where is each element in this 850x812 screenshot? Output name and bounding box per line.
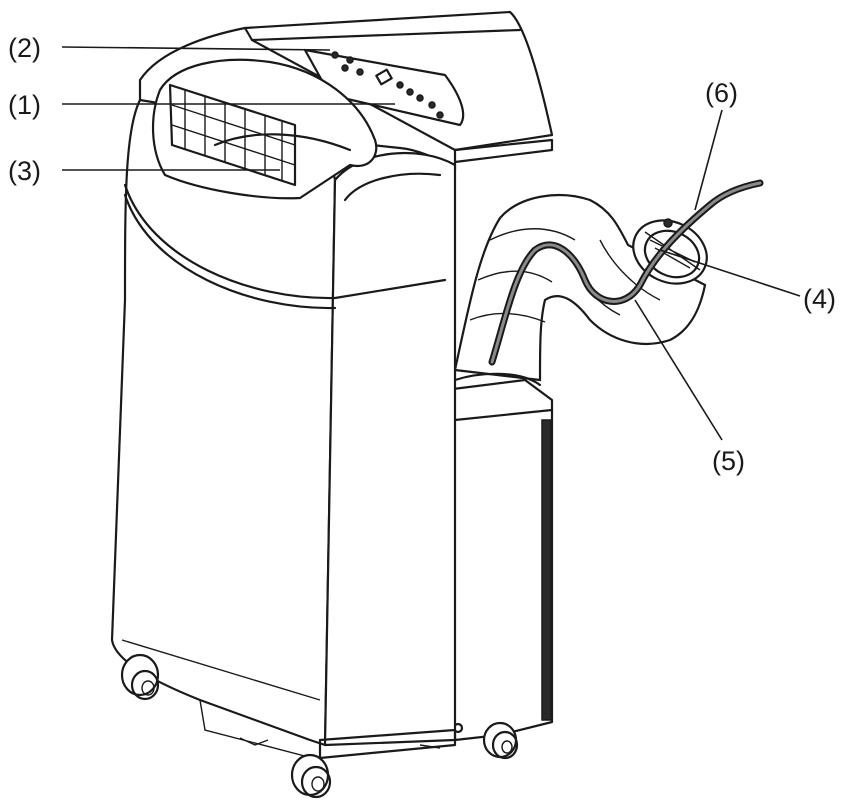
air-outlet-grille bbox=[168, 83, 297, 187]
caster-front-right bbox=[290, 753, 332, 799]
leader-lines bbox=[61, 46, 801, 441]
callout-labels: (2) (1) (3) (6) (4) (5) bbox=[8, 33, 836, 476]
caster-rear-right bbox=[482, 721, 519, 760]
callout-1: (1) bbox=[8, 90, 41, 120]
casters bbox=[120, 653, 519, 799]
control-buttons bbox=[331, 51, 444, 119]
callout-2: (2) bbox=[8, 33, 41, 63]
callout-5: (5) bbox=[712, 446, 745, 476]
callout-6: (6) bbox=[705, 78, 738, 108]
drain-tube bbox=[488, 179, 764, 366]
callout-4: (4) bbox=[803, 284, 836, 314]
main-body bbox=[110, 10, 554, 761]
caster-front-left bbox=[120, 653, 160, 701]
callout-3: (3) bbox=[8, 156, 41, 186]
rear-body bbox=[443, 372, 554, 742]
